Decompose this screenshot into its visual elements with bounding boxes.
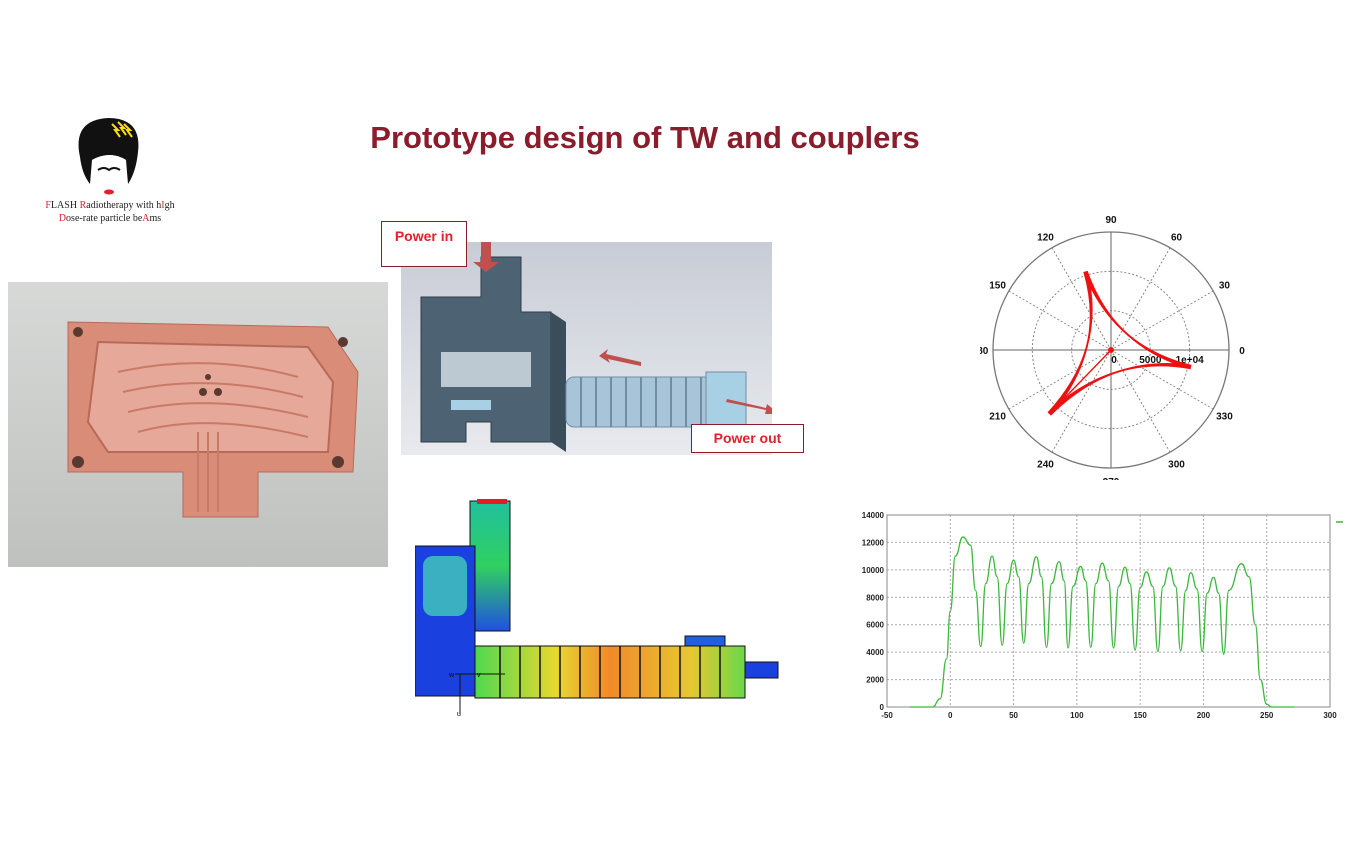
logo-face-icon: [78, 118, 139, 195]
series-line: [909, 536, 1295, 708]
logo-line2: Dose-rate particle beAms: [58, 213, 162, 224]
polar-chart: 0 30 60 90 120 150 180 210 240 270 300 330 0 5000 1e+0…: [980, 215, 1245, 480]
plot-frame: [886, 514, 1331, 708]
polar-angle-label: 150: [989, 281, 1006, 292]
polar-angle-label: 60: [1171, 233, 1183, 244]
x-tick-label: 100: [1070, 711, 1084, 720]
x-tick-label: -50: [881, 711, 893, 720]
polar-angle-label: 210: [989, 412, 1006, 423]
polar-spoke: [1110, 290, 1214, 351]
polar-angle-label: 240: [1037, 459, 1054, 470]
x-tick-label: 150: [1133, 711, 1147, 720]
polar-center-point: [1108, 347, 1114, 353]
polar-series-line: [1048, 349, 1112, 415]
slide-title: Prototype design of TW and couplers: [370, 120, 920, 155]
polar-angle-label: 300: [1168, 459, 1185, 470]
polar-spoke: [1051, 247, 1112, 351]
polar-angle-label: 90: [1105, 215, 1117, 226]
field-map-simulation: w v u: [414, 496, 780, 718]
y-tick-label: 4000: [866, 648, 884, 657]
x-tick-label: 50: [1009, 711, 1018, 720]
x-tick-label: 0: [948, 711, 953, 720]
y-tick-label: 2000: [866, 676, 884, 685]
y-tick-label: 0: [880, 703, 885, 712]
polar-angle-label: 270: [1103, 477, 1120, 480]
polar-angle-label: 180: [980, 346, 989, 357]
logo: FLASH Radiotherapy with hIgh Dose-rate p…: [30, 112, 190, 230]
logo-line1: FLASH Radiotherapy with hIgh: [45, 200, 175, 211]
x-tick-label: 200: [1197, 711, 1211, 720]
axis-u: u: [457, 711, 461, 718]
x-tick-label: 300: [1323, 711, 1337, 720]
polar-spoke: [1110, 247, 1171, 351]
y-tick-label: 6000: [866, 621, 884, 630]
polar-angle-label: 120: [1037, 233, 1054, 244]
y-tick-label: 8000: [866, 593, 884, 602]
copper-prototype-photo: [8, 282, 388, 567]
power-out-label: Power out: [691, 424, 804, 453]
polar-radial-label: 1e+04: [1176, 355, 1205, 366]
y-tick-label: 12000: [862, 538, 885, 547]
polar-angle-label: 30: [1219, 281, 1231, 292]
y-tick-label: 10000: [862, 566, 885, 575]
axis-w: w: [448, 672, 455, 679]
polar-angle-label: 330: [1216, 412, 1233, 423]
axis-v: v: [477, 672, 481, 679]
polar-radial-label: 5000: [1139, 355, 1162, 366]
power-in-label: Power in: [381, 221, 467, 267]
polar-angle-label: 0: [1239, 346, 1245, 357]
coupler-cad-model: [401, 212, 779, 455]
polar-spoke: [1008, 290, 1112, 351]
y-tick-label: 14000: [862, 511, 885, 520]
polar-series-curve: [1047, 270, 1191, 414]
x-tick-label: 250: [1260, 711, 1274, 720]
polar-radial-label: 0: [1111, 355, 1117, 366]
